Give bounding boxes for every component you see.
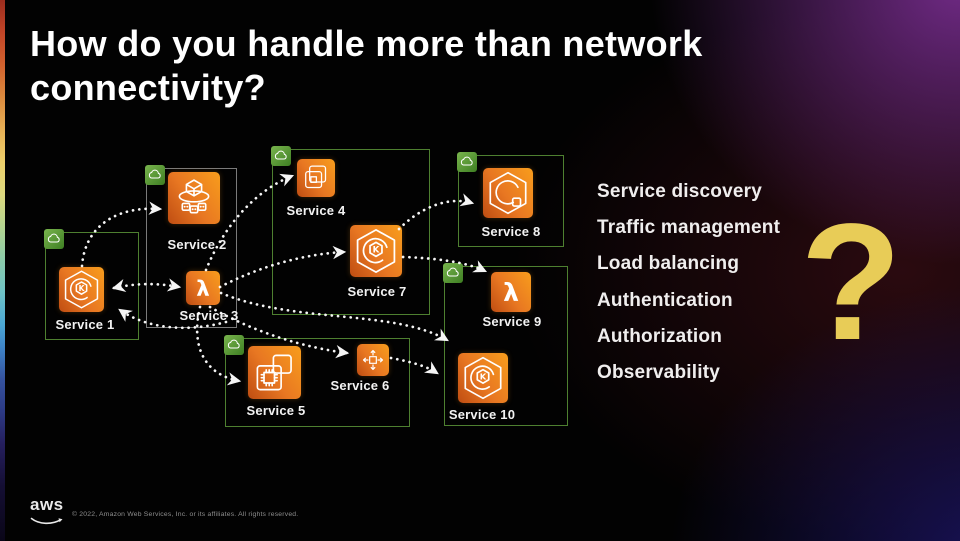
container-cube-ring-icon <box>178 179 210 214</box>
capability-item: Observability <box>597 362 720 384</box>
rainbow-edge-strip <box>0 0 5 541</box>
capability-item: Load balancing <box>597 253 740 275</box>
cloud-badge-icon <box>145 165 165 185</box>
service-2-node <box>168 172 220 224</box>
title-line-1: How do you handle more than network <box>30 23 703 64</box>
service-label: Service 9 <box>482 314 542 329</box>
svg-text:λ: λ <box>503 278 519 307</box>
slide-title: How do you handle more than network conn… <box>30 22 860 110</box>
cloud-badge-icon <box>271 146 291 166</box>
group-box-service-8 <box>457 152 564 247</box>
service-9-node: λ <box>491 272 531 312</box>
service-10-node: K <box>458 353 508 403</box>
cloud-badge-icon <box>224 335 244 355</box>
cloud-badge-icon <box>457 152 477 172</box>
eks-hexagon-k-icon: K <box>464 356 502 400</box>
question-mark: ? <box>800 190 902 375</box>
service-7-node: K <box>350 225 402 277</box>
aws-logo-text: aws <box>30 495 64 514</box>
instances-icon <box>305 165 327 189</box>
cloud-badge-icon <box>443 263 463 283</box>
svg-text:K: K <box>480 372 487 382</box>
aws-logo: aws <box>30 495 66 531</box>
eks-hexagon-k-icon: K <box>64 270 99 309</box>
service-label: Service 2 <box>167 237 227 252</box>
service-4-node <box>297 159 335 197</box>
service-label: Service 4 <box>286 203 346 218</box>
service-8-node <box>483 168 533 218</box>
svg-text:K: K <box>79 284 86 293</box>
service-label: Service 6 <box>330 378 390 393</box>
cloud-badge-icon <box>44 229 64 249</box>
eks-hexagon-k-icon: K <box>356 229 396 273</box>
service-6-node <box>357 344 389 376</box>
copyright-text: © 2022, Amazon Web Services, Inc. or its… <box>72 511 299 518</box>
service-label: Service 8 <box>481 224 541 239</box>
ecr-hexagon-icon <box>489 171 527 215</box>
service-label: Service 5 <box>246 403 306 418</box>
title-line-2: connectivity? <box>30 67 266 108</box>
aws-smile-icon <box>30 517 63 525</box>
service-label: Service 3 <box>179 308 239 323</box>
lambda-icon: λ <box>503 278 519 307</box>
svg-text:K: K <box>373 246 380 256</box>
capabilities-list: Service discovery Traffic management Loa… <box>597 174 780 391</box>
service-3-node: λ <box>186 271 220 305</box>
capability-item: Authorization <box>597 325 723 347</box>
service-label: Service 1 <box>55 317 115 332</box>
service-1-node: K <box>59 267 104 312</box>
service-5-node <box>248 346 301 399</box>
service-label: Service 7 <box>347 284 407 299</box>
compute-chip-icon <box>256 354 292 391</box>
svg-text:λ: λ <box>196 277 209 302</box>
auto-scaling-icon <box>362 349 384 371</box>
capability-item: Authentication <box>597 289 733 311</box>
service-label: Service 10 <box>448 407 516 422</box>
lambda-icon: λ <box>196 277 209 302</box>
capability-item: Traffic management <box>597 217 781 239</box>
capability-item: Service discovery <box>597 181 763 202</box>
